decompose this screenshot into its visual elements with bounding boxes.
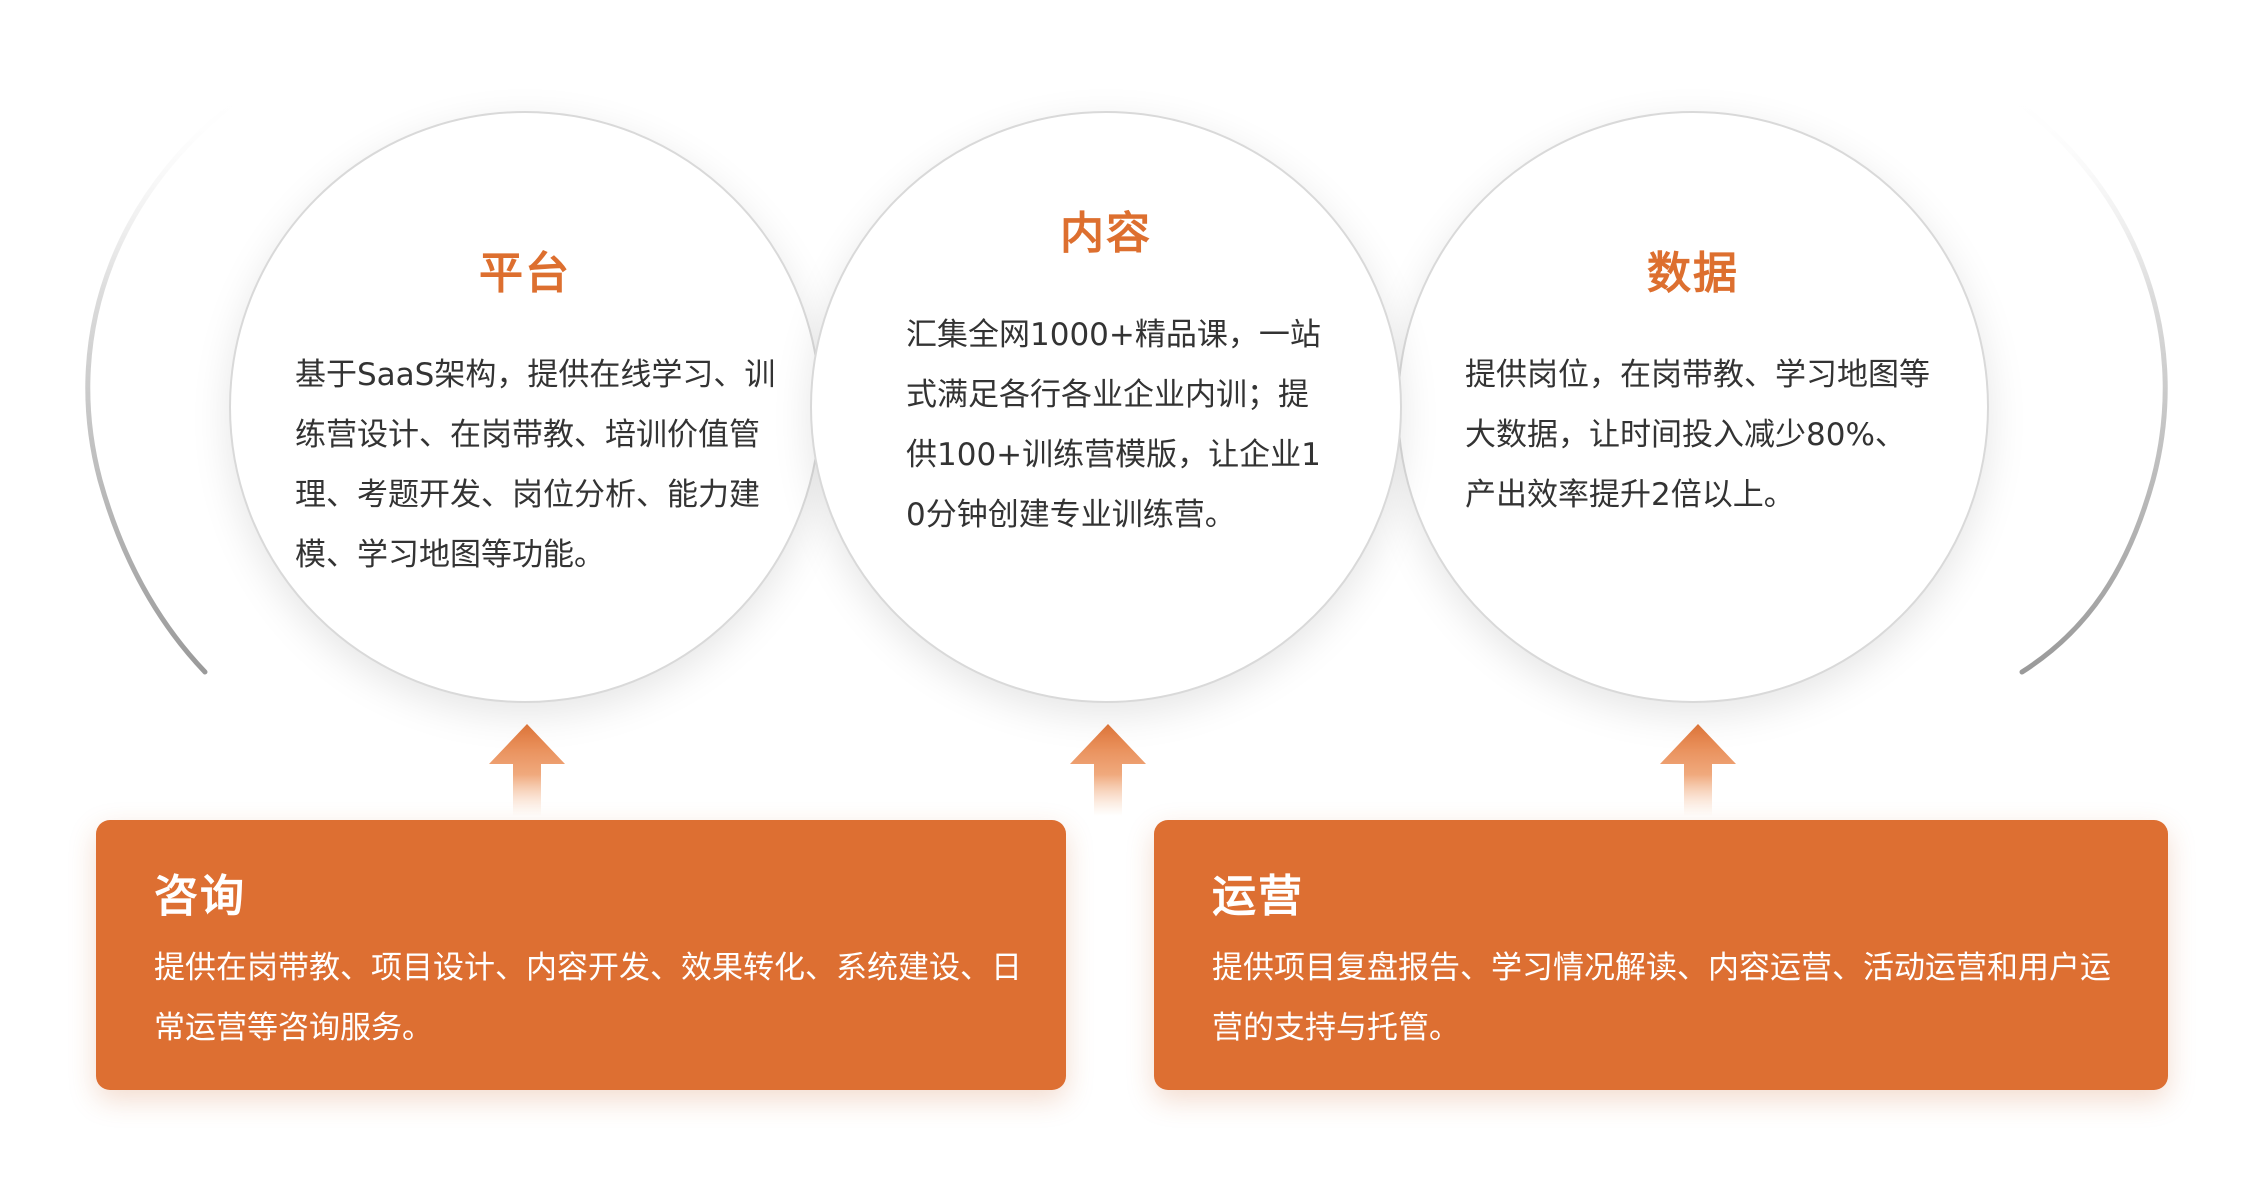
circle-text-data: 提供岗位，在岗带教、学习地图等大数据，让时间投入减少80%、产出效率提升2倍以上… bbox=[1465, 357, 1930, 513]
circle-title-platform: 平台 bbox=[479, 248, 571, 299]
right-arc bbox=[1995, 85, 2168, 675]
arrow-up-icon bbox=[1070, 724, 1146, 816]
circle-text-content: 汇集全网1000+精品课，一站式满足各行各业企业内训；提供100+训练营模版，让… bbox=[906, 317, 1321, 533]
card-operation: 运营 提供项目复盘报告、学习情况解读、内容运营、活动运营和用户运营的支持与托管。 bbox=[1154, 820, 2168, 1090]
card-title-consult: 咨询 bbox=[154, 871, 246, 922]
card-text-consult: 提供在岗带教、项目设计、内容开发、效果转化、系统建设、日常运营等咨询服务。 bbox=[154, 950, 1022, 1046]
arrow-up-icon bbox=[489, 724, 565, 816]
circle-platform: 平台 基于SaaS架构，提供在线学习、训练营设计、在岗带教、培训价值管理、考题开… bbox=[229, 111, 821, 703]
circle-text-platform: 基于SaaS架构，提供在线学习、训练营设计、在岗带教、培训价值管理、考题开发、岗… bbox=[295, 357, 776, 573]
circle-content: 内容 汇集全网1000+精品课，一站式满足各行各业企业内训；提供100+训练营模… bbox=[810, 111, 1402, 703]
circle-data: 数据 提供岗位，在岗带教、学习地图等大数据，让时间投入减少80%、产出效率提升2… bbox=[1397, 111, 1989, 703]
circle-title-data: 数据 bbox=[1647, 248, 1739, 299]
card-consult: 咨询 提供在岗带教、项目设计、内容开发、效果转化、系统建设、日常运营等咨询服务。 bbox=[96, 820, 1066, 1090]
card-title-operation: 运营 bbox=[1212, 871, 1304, 922]
arrow-up-icon bbox=[1660, 724, 1736, 816]
card-text-operation: 提供项目复盘报告、学习情况解读、内容运营、活动运营和用户运营的支持与托管。 bbox=[1212, 950, 2111, 1046]
circle-title-content: 内容 bbox=[1060, 208, 1152, 259]
